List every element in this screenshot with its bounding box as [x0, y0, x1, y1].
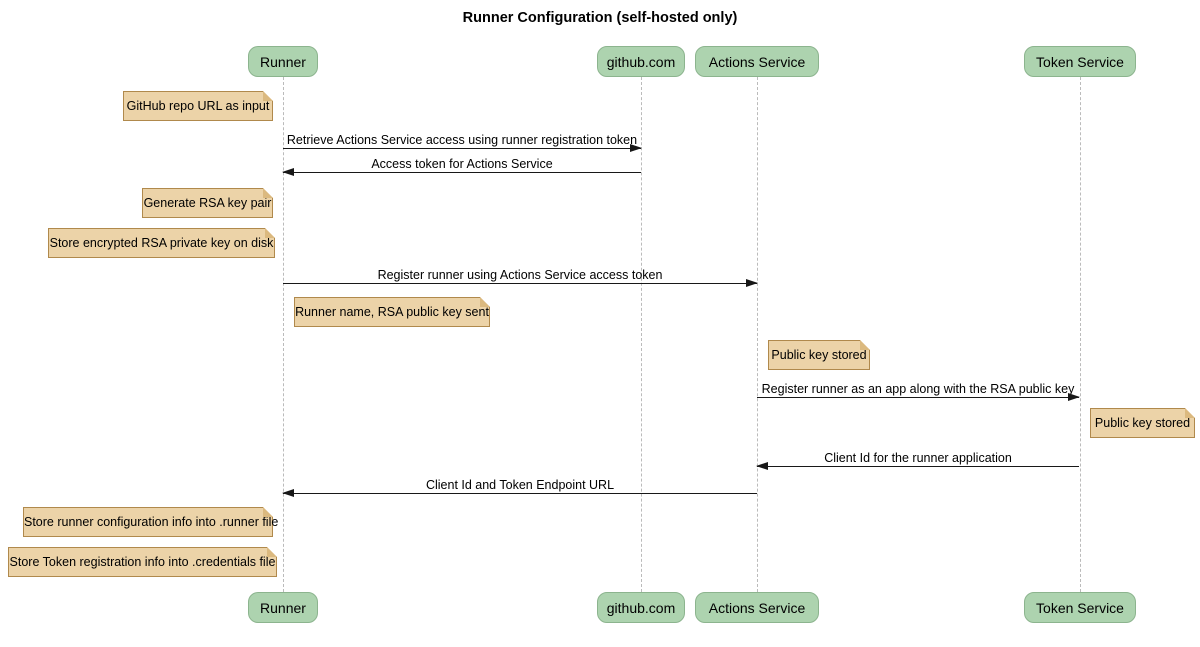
participant-github-top: github.com: [597, 46, 685, 77]
participant-runner-bottom: Runner: [248, 592, 318, 623]
message-retrieve-actions-access: Retrieve Actions Service access using ru…: [283, 133, 642, 152]
message-line: [282, 488, 757, 497]
arrowhead-right-icon: [630, 143, 642, 152]
message-label: Retrieve Actions Service access using ru…: [286, 133, 638, 147]
message-line: [282, 167, 641, 176]
message-access-token-returned: Access token for Actions Service: [282, 157, 641, 176]
arrowhead-left-icon: [282, 488, 294, 497]
lifeline-runner: [283, 77, 284, 592]
message-label: Client Id and Token Endpoint URL: [425, 478, 615, 492]
participant-runner-top: Runner: [248, 46, 318, 77]
participant-actions-service-top: Actions Service: [695, 46, 819, 77]
note-store-token-registration: Store Token registration info into .cred…: [8, 547, 277, 577]
message-register-runner: Register runner using Actions Service ac…: [283, 268, 758, 287]
note-generate-rsa-key-pair: Generate RSA key pair: [142, 188, 273, 218]
note-store-runner-config: Store runner configuration info into .ru…: [23, 507, 278, 537]
message-label: Register runner as an app along with the…: [761, 382, 1075, 396]
note-github-repo-url: GitHub repo URL as input: [123, 91, 273, 121]
note-public-key-stored-actions: Public key stored: [768, 340, 870, 370]
arrowhead-left-icon: [282, 167, 294, 176]
message-label: Access token for Actions Service: [371, 157, 553, 171]
message-line: [283, 278, 758, 287]
message-label: Register runner using Actions Service ac…: [377, 268, 663, 282]
lifeline-token-service: [1080, 77, 1081, 592]
arrowhead-right-icon: [1068, 392, 1080, 401]
message-label: Client Id for the runner application: [824, 451, 1012, 465]
participant-actions-service-bottom: Actions Service: [695, 592, 819, 623]
participant-github-bottom: github.com: [597, 592, 685, 623]
lifeline-actions-service: [757, 77, 758, 592]
note-store-encrypted-key: Store encrypted RSA private key on disk: [48, 228, 275, 258]
note-public-key-stored-token: Public key stored: [1090, 408, 1195, 438]
note-runner-name-public-key: Runner name, RSA public key sent: [294, 297, 490, 327]
message-client-id-returned: Client Id for the runner application: [756, 451, 1079, 470]
message-line: [757, 392, 1080, 401]
arrowhead-right-icon: [746, 278, 758, 287]
participant-token-service-top: Token Service: [1024, 46, 1136, 77]
arrowhead-left-icon: [756, 461, 768, 470]
message-client-id-endpoint-url: Client Id and Token Endpoint URL: [282, 478, 757, 497]
message-register-app-with-public-key: Register runner as an app along with the…: [757, 382, 1080, 401]
message-line: [283, 143, 642, 152]
message-line: [756, 461, 1079, 470]
lifeline-github: [641, 77, 642, 592]
participant-token-service-bottom: Token Service: [1024, 592, 1136, 623]
diagram-title: Runner Configuration (self-hosted only): [462, 10, 738, 26]
